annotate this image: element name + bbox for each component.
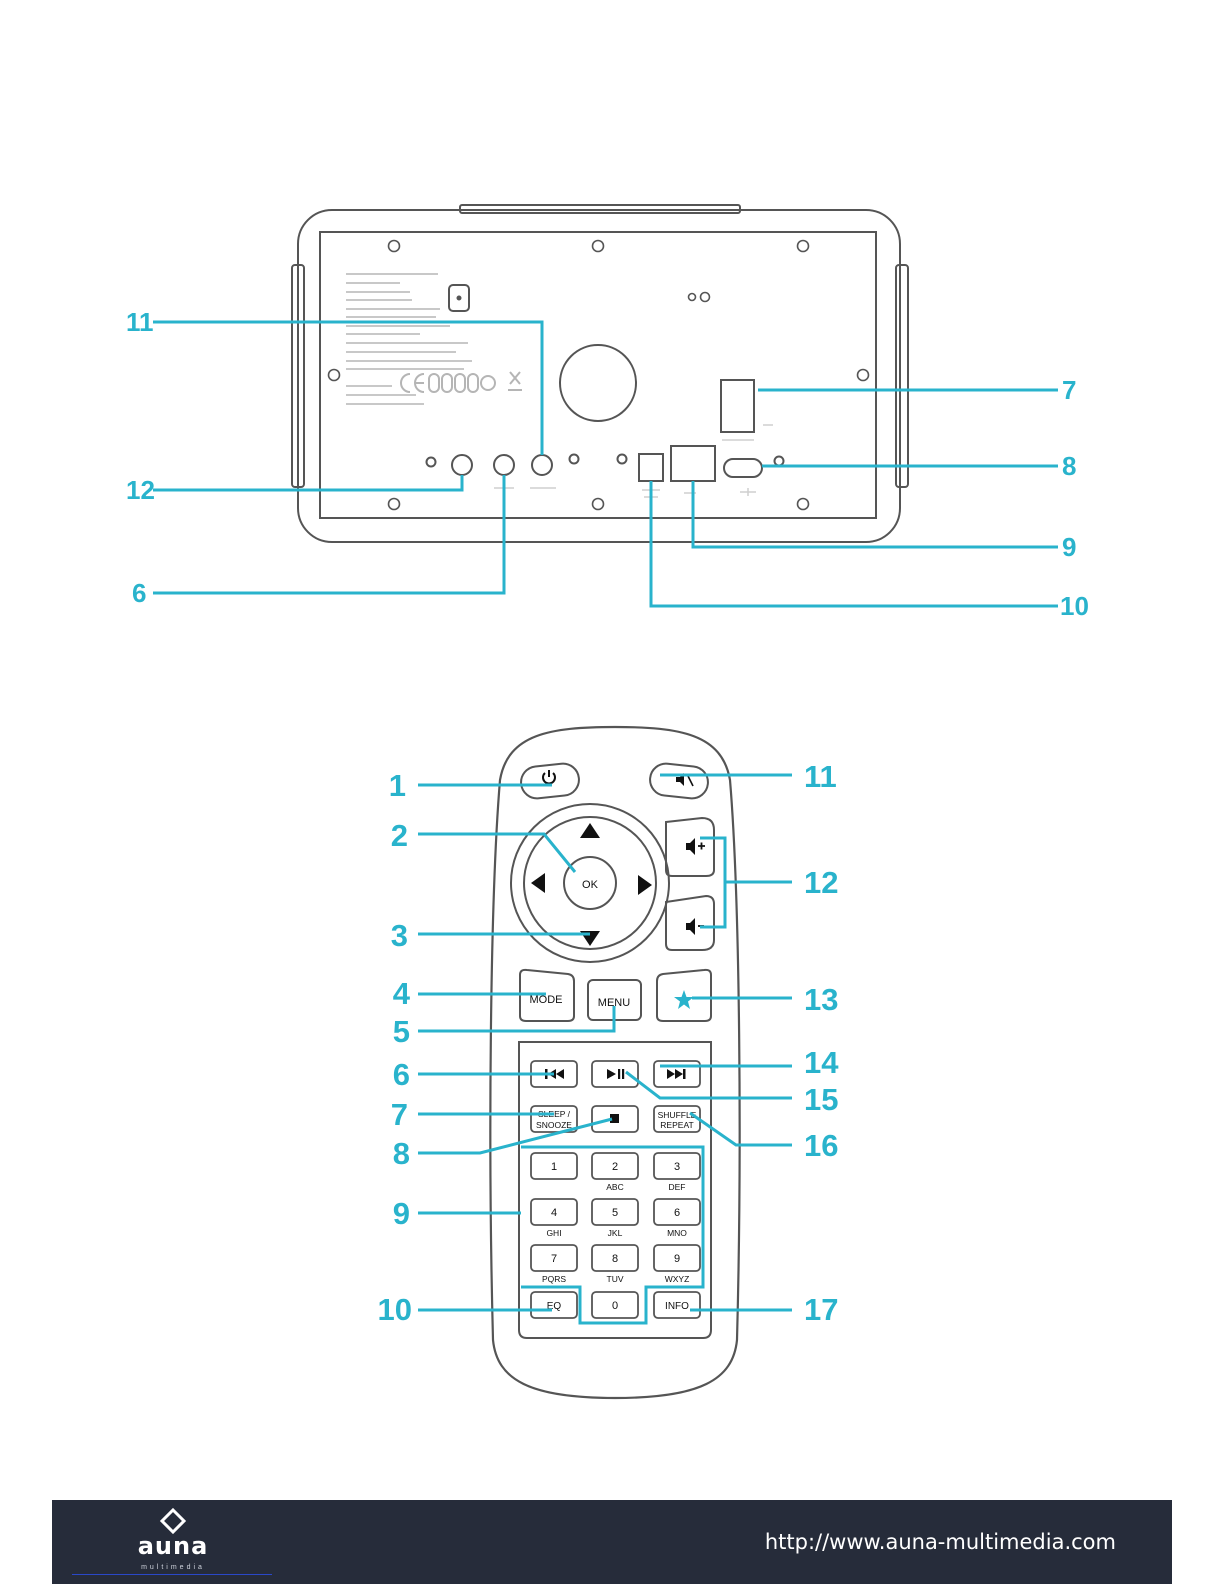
footer-bar: auna multimedia http://www.auna-multimed… bbox=[52, 1500, 1172, 1584]
leader-6 bbox=[153, 475, 504, 593]
logo-subtext: multimedia bbox=[118, 1564, 228, 1571]
arrow-up-icon[interactable] bbox=[580, 823, 600, 838]
remote-leader-lines bbox=[418, 775, 792, 1323]
callout-remote-12: 12 bbox=[804, 865, 838, 900]
callout-device-6: 6 bbox=[132, 578, 146, 608]
logo-text: auna bbox=[118, 1532, 228, 1560]
logo-underline bbox=[72, 1574, 272, 1575]
callout-remote-14: 14 bbox=[804, 1045, 839, 1080]
star-icon[interactable] bbox=[674, 990, 694, 1009]
sleep-snooze-label-2: SNOOZE bbox=[536, 1120, 572, 1130]
device-label-text bbox=[346, 274, 472, 404]
num-key-label: 5 bbox=[612, 1207, 618, 1219]
callout-remote-15: 15 bbox=[804, 1082, 838, 1117]
num-key-label: 6 bbox=[674, 1207, 680, 1219]
callout-remote-2: 2 bbox=[391, 818, 408, 853]
num-key-letters: GHI bbox=[546, 1228, 561, 1238]
num-key-label: 2 bbox=[612, 1161, 618, 1173]
num-key-letters: WXYZ bbox=[665, 1274, 690, 1284]
num-key-letters: MNO bbox=[667, 1228, 687, 1238]
num-key-label: 4 bbox=[551, 1207, 557, 1219]
leader-10 bbox=[651, 481, 1058, 606]
callout-remote-3: 3 bbox=[391, 918, 408, 953]
callout-remote-9: 9 bbox=[393, 1196, 410, 1231]
device-small-labels bbox=[494, 425, 773, 497]
num-key-label: 9 bbox=[674, 1253, 680, 1265]
callout-remote-10: 10 bbox=[378, 1292, 412, 1327]
volume-up-icon[interactable] bbox=[686, 838, 705, 855]
num-key-label: 1 bbox=[551, 1161, 557, 1173]
callout-remote-13: 13 bbox=[804, 982, 838, 1017]
website-url[interactable]: http://www.auna-multimedia.com bbox=[765, 1530, 1116, 1554]
callout-remote-5: 5 bbox=[393, 1014, 410, 1049]
num-key-label: 8 bbox=[612, 1253, 618, 1265]
ce-mark bbox=[401, 372, 522, 392]
shuffle-repeat-label-2: REPEAT bbox=[660, 1120, 693, 1130]
callout-remote-4: 4 bbox=[393, 976, 411, 1011]
callout-remote-1: 1 bbox=[389, 768, 406, 803]
ok-button[interactable]: OK bbox=[582, 879, 599, 891]
power-icon bbox=[543, 770, 555, 783]
num-key-label: 3 bbox=[674, 1161, 680, 1173]
callout-device-12: 12 bbox=[126, 475, 155, 505]
info-button[interactable]: INFO bbox=[665, 1301, 689, 1312]
remote-callouts-left: 1 2 3 4 5 6 7 8 9 10 bbox=[378, 768, 412, 1327]
num-key-label: 7 bbox=[551, 1253, 557, 1265]
callout-remote-8: 8 bbox=[393, 1136, 410, 1171]
callout-device-7: 7 bbox=[1062, 375, 1076, 405]
num-key-letters: JKL bbox=[608, 1228, 623, 1238]
diagram-canvas: 11 12 6 7 8 9 10 OK bbox=[0, 0, 1224, 1500]
next-track-icon[interactable] bbox=[667, 1069, 686, 1079]
num-key-letters: ABC bbox=[606, 1182, 623, 1192]
mode-button[interactable]: MODE bbox=[530, 994, 563, 1006]
device-leader-lines bbox=[153, 322, 1058, 606]
callout-remote-7: 7 bbox=[391, 1097, 408, 1132]
callout-remote-17: 17 bbox=[804, 1292, 838, 1327]
remote-body bbox=[490, 727, 739, 1398]
num-key-letters: PQRS bbox=[542, 1274, 566, 1284]
callout-device-9: 9 bbox=[1062, 532, 1076, 562]
arrow-right-icon[interactable] bbox=[638, 875, 652, 895]
play-pause-icon[interactable] bbox=[607, 1069, 624, 1079]
callout-remote-6: 6 bbox=[393, 1057, 410, 1092]
leader-12 bbox=[153, 475, 462, 490]
num-key-letters: TUV bbox=[607, 1274, 624, 1284]
callout-device-10: 10 bbox=[1060, 591, 1089, 621]
auna-logo[interactable]: auna multimedia bbox=[118, 1508, 238, 1580]
arrow-left-icon[interactable] bbox=[531, 873, 545, 893]
callout-device-11: 11 bbox=[126, 307, 154, 337]
num-key-letters: DEF bbox=[669, 1182, 686, 1192]
callout-remote-11: 11 bbox=[804, 759, 837, 794]
callout-device-8: 8 bbox=[1062, 451, 1076, 481]
device-callout-labels: 11 12 6 7 8 9 10 bbox=[126, 307, 1089, 621]
zero-key[interactable]: 0 bbox=[612, 1300, 618, 1312]
callout-remote-16: 16 bbox=[804, 1128, 838, 1163]
remote-callouts-right: 11 12 13 14 15 16 17 bbox=[804, 759, 839, 1327]
